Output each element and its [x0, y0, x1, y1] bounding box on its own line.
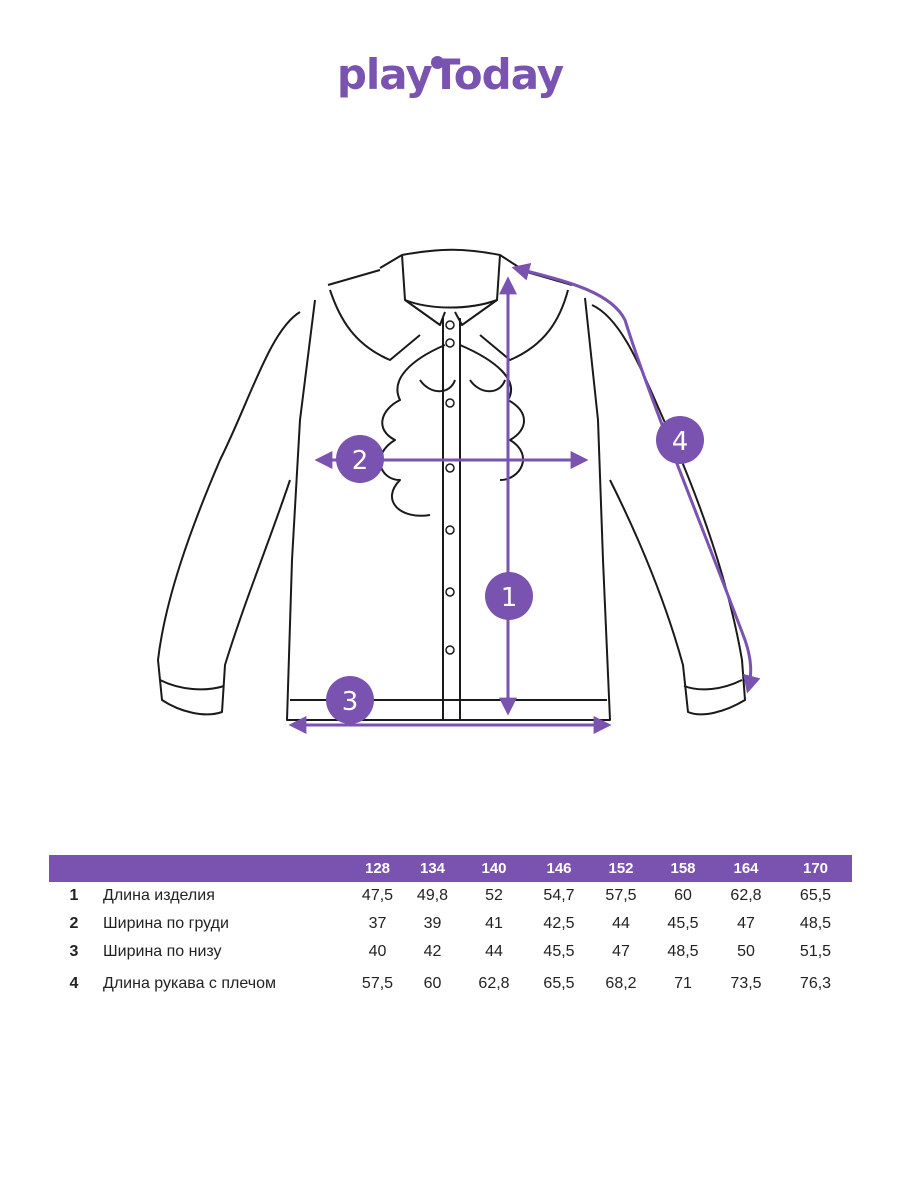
- table-cell: 62,8: [730, 887, 762, 904]
- table-cell: 54,7: [543, 887, 575, 904]
- marker-1-label: 1: [501, 583, 518, 613]
- size-header-cell: 152: [608, 860, 634, 877]
- table-cell: 76,3: [799, 975, 832, 992]
- size-header-cell: 128: [364, 860, 391, 877]
- table-cell: 48,5: [799, 915, 832, 932]
- table-cell: 42,5: [543, 915, 575, 932]
- table-cell: 45,5: [543, 943, 575, 960]
- table-cell: 45,5: [667, 915, 699, 932]
- table-cell: 52: [485, 887, 503, 904]
- table-cell: 60: [674, 887, 692, 904]
- measurement-name: Длина изделия: [103, 887, 215, 904]
- blouse-outline: [157, 248, 746, 721]
- table-cell: 48,5: [667, 943, 699, 960]
- marker-2: 2: [336, 435, 384, 483]
- table-cell: 44: [612, 915, 630, 932]
- table-cell: 39: [423, 915, 442, 932]
- size-header-cell: 170: [802, 860, 829, 877]
- table-cell: 44: [485, 943, 503, 960]
- table-cell: 71: [674, 975, 692, 992]
- table-cell: 65,5: [799, 887, 832, 904]
- size-header-cell: 146: [546, 860, 572, 877]
- marker-1: 1: [485, 572, 533, 620]
- marker-4: 4: [656, 416, 704, 464]
- table-cell: 37: [368, 915, 387, 932]
- table-cell: 68,2: [605, 975, 637, 992]
- table-row: 1 Длина изделия 47,5 49,8 52 54,7 57,5 6…: [49, 882, 852, 910]
- row-number: 3: [69, 943, 79, 960]
- blouse-illustration: 1 2 3 4: [157, 248, 761, 734]
- table-row: 3 Ширина по низу 40 42 44 45,5 47 48,5 5…: [49, 938, 852, 966]
- measurement-name: Ширина по груди: [103, 915, 229, 932]
- table-cell: 73,5: [730, 975, 762, 992]
- size-header-cell: 164: [733, 860, 759, 877]
- size-header-cell: 134: [419, 860, 446, 877]
- table-cell: 60: [423, 975, 442, 992]
- marker-2-label: 2: [352, 446, 369, 476]
- brand-logo: playToday: [0, 52, 900, 98]
- row-number: 4: [69, 975, 79, 992]
- table-cell: 40: [368, 943, 387, 960]
- table-cell: 65,5: [543, 975, 575, 992]
- table-cell: 51,5: [799, 943, 832, 960]
- size-table: 128 134 140 146 152 158 164 170 1 Длина …: [49, 855, 852, 1002]
- size-header-cell: 158: [670, 860, 696, 877]
- brand-logo-text: playToday: [336, 50, 564, 99]
- measurement-name: Ширина по низу: [103, 943, 222, 960]
- table-cell: 49,8: [416, 887, 449, 904]
- table-cell: 42: [423, 943, 442, 960]
- measurement-lines: [288, 263, 761, 734]
- marker-4-label: 4: [672, 427, 689, 457]
- table-cell: 47: [737, 915, 755, 932]
- measurement-name: Длина рукава с плечом: [103, 975, 276, 992]
- table-cell: 50: [737, 943, 755, 960]
- table-cell: 47,5: [361, 887, 394, 904]
- table-cell: 41: [485, 915, 503, 932]
- marker-3-label: 3: [342, 687, 359, 717]
- table-cell: 62,8: [478, 975, 510, 992]
- table-cell: 57,5: [605, 887, 637, 904]
- size-header-cell: 140: [481, 860, 507, 877]
- row-number: 2: [69, 915, 79, 932]
- row-number: 1: [69, 887, 79, 904]
- table-cell: 47: [612, 943, 630, 960]
- table-row: 4 Длина рукава с плечом 57,5 60 62,8 65,…: [49, 966, 852, 1002]
- sleeve-measure-line: [511, 263, 761, 694]
- marker-3: 3: [326, 676, 374, 724]
- size-header-row: 128 134 140 146 152 158 164 170: [49, 855, 852, 882]
- blouse-buttons: [445, 320, 455, 655]
- table-cell: 57,5: [361, 975, 394, 992]
- table-row: 2 Ширина по груди 37 39 41 42,5 44 45,5 …: [49, 910, 852, 938]
- logo-dot-icon: [431, 56, 444, 69]
